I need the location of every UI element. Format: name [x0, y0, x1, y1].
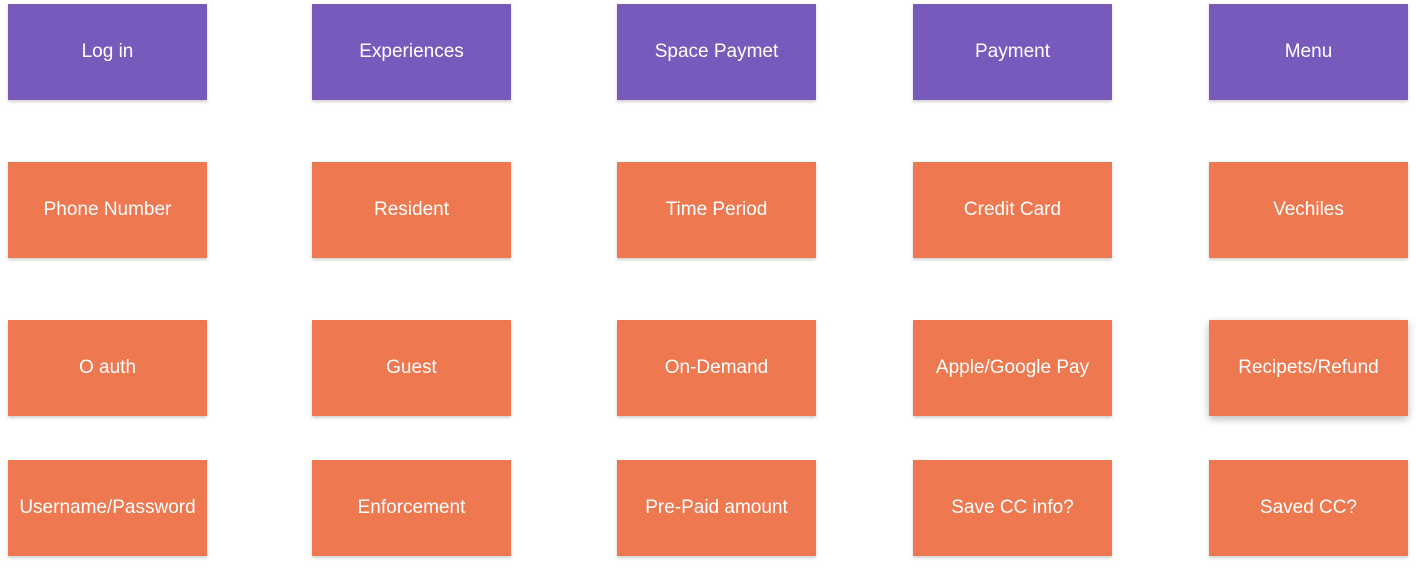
card-save-cc-info[interactable]: Save CC info? — [913, 460, 1112, 556]
card-label: Guest — [386, 357, 437, 378]
card-label: Apple/Google Pay — [935, 357, 1090, 378]
card-saved-cc[interactable]: Saved CC? — [1209, 460, 1408, 556]
header-card-label: Menu — [1284, 41, 1333, 62]
card-phone-number[interactable]: Phone Number — [8, 162, 207, 258]
header-card-label: Payment — [975, 41, 1050, 62]
card-label: O auth — [78, 357, 137, 378]
card-label: Saved CC? — [1259, 497, 1358, 518]
card-resident[interactable]: Resident — [312, 162, 511, 258]
header-card-experiences[interactable]: Experiences — [312, 4, 511, 100]
card-username-password[interactable]: Username/Password — [8, 460, 207, 556]
header-card-label: Log in — [81, 41, 134, 62]
card-label: Resident — [374, 199, 449, 220]
card-label: Credit Card — [963, 199, 1062, 220]
card-label: Time Period — [665, 199, 768, 220]
card-label: Username/Password — [19, 497, 196, 518]
card-vechiles[interactable]: Vechiles — [1209, 162, 1408, 258]
card-label: On-Demand — [664, 357, 769, 378]
header-card-label: Experiences — [359, 41, 464, 62]
card-label: Pre-Paid amount — [645, 497, 788, 518]
card-credit-card[interactable]: Credit Card — [913, 162, 1112, 258]
card-on-demand[interactable]: On-Demand — [617, 320, 816, 416]
card-guest[interactable]: Guest — [312, 320, 511, 416]
card-label: Phone Number — [43, 199, 172, 220]
card-label: Enforcement — [357, 497, 466, 518]
card-recipets-refund[interactable]: Recipets/Refund — [1209, 320, 1408, 416]
card-pre-paid-amount[interactable]: Pre-Paid amount — [617, 460, 816, 556]
card-apple-google-pay[interactable]: Apple/Google Pay — [913, 320, 1112, 416]
header-card-space-payment[interactable]: Space Paymet — [617, 4, 816, 100]
header-card-payment[interactable]: Payment — [913, 4, 1112, 100]
header-card-menu[interactable]: Menu — [1209, 4, 1408, 100]
card-label: Save CC info? — [951, 497, 1074, 518]
header-card-label: Space Paymet — [654, 41, 779, 62]
card-enforcement[interactable]: Enforcement — [312, 460, 511, 556]
card-label: Vechiles — [1273, 199, 1344, 220]
card-o-auth[interactable]: O auth — [8, 320, 207, 416]
card-time-period[interactable]: Time Period — [617, 162, 816, 258]
card-label: Recipets/Refund — [1238, 357, 1379, 378]
header-card-log-in[interactable]: Log in — [8, 4, 207, 100]
